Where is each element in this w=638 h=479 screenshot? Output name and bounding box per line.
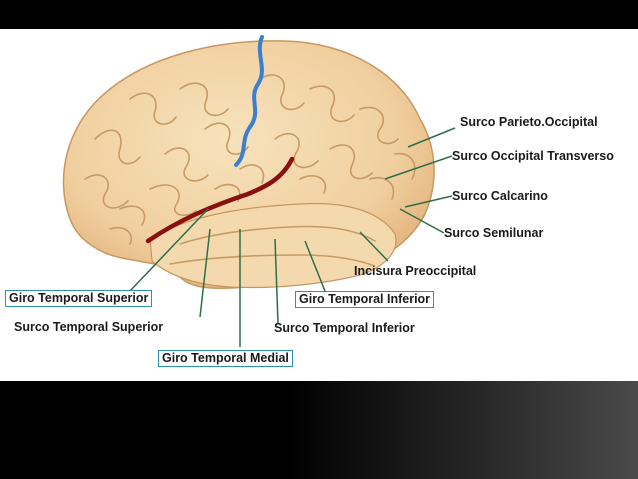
gyri-pattern	[84, 74, 416, 266]
label-giro-temporal-inferior: Giro Temporal Inferior	[295, 291, 435, 308]
label-surco-temporal-inferior: Surco Temporal Inferior	[274, 321, 415, 335]
label-incisura-preoccipital: Incisura Preoccipital	[354, 264, 477, 278]
leader-surco-temporal-inferior	[274, 238, 279, 324]
leader-giro-temporal-inferior	[304, 240, 326, 292]
label-giro-temporal-superior: Giro Temporal Superior	[5, 290, 153, 307]
label-surco-parieto-occipital: Surco Parieto.Occipital	[460, 115, 598, 129]
figure-panel: Surco Parieto.Occipital Surco Occipital …	[0, 29, 638, 381]
label-surco-semilunar: Surco Semilunar	[444, 226, 544, 240]
leader-calcarino	[404, 195, 453, 208]
top-bar	[0, 0, 638, 29]
label-surco-occipital-transverso: Surco Occipital Transverso	[452, 149, 614, 163]
label-giro-temporal-medial: Giro Temporal Medial	[158, 350, 293, 367]
label-surco-temporal-superior: Surco Temporal Superior	[14, 320, 164, 334]
brain-illustration	[62, 35, 456, 347]
label-surco-calcarino: Surco Calcarino	[452, 189, 548, 203]
leader-surco-temporal-superior	[199, 228, 211, 318]
leader-lines	[129, 127, 456, 347]
temporal-lobe	[149, 202, 397, 289]
leader-parieto-occipital	[407, 127, 456, 148]
leader-incisura-preoccipital	[359, 231, 389, 262]
leader-giro-temporal-superior	[129, 208, 209, 292]
bottom-band	[0, 381, 638, 479]
leader-semilunar	[399, 208, 445, 234]
central-sulcus	[234, 35, 264, 167]
lateral-sulcus	[145, 156, 295, 244]
leader-occipital-transverso	[384, 155, 453, 180]
